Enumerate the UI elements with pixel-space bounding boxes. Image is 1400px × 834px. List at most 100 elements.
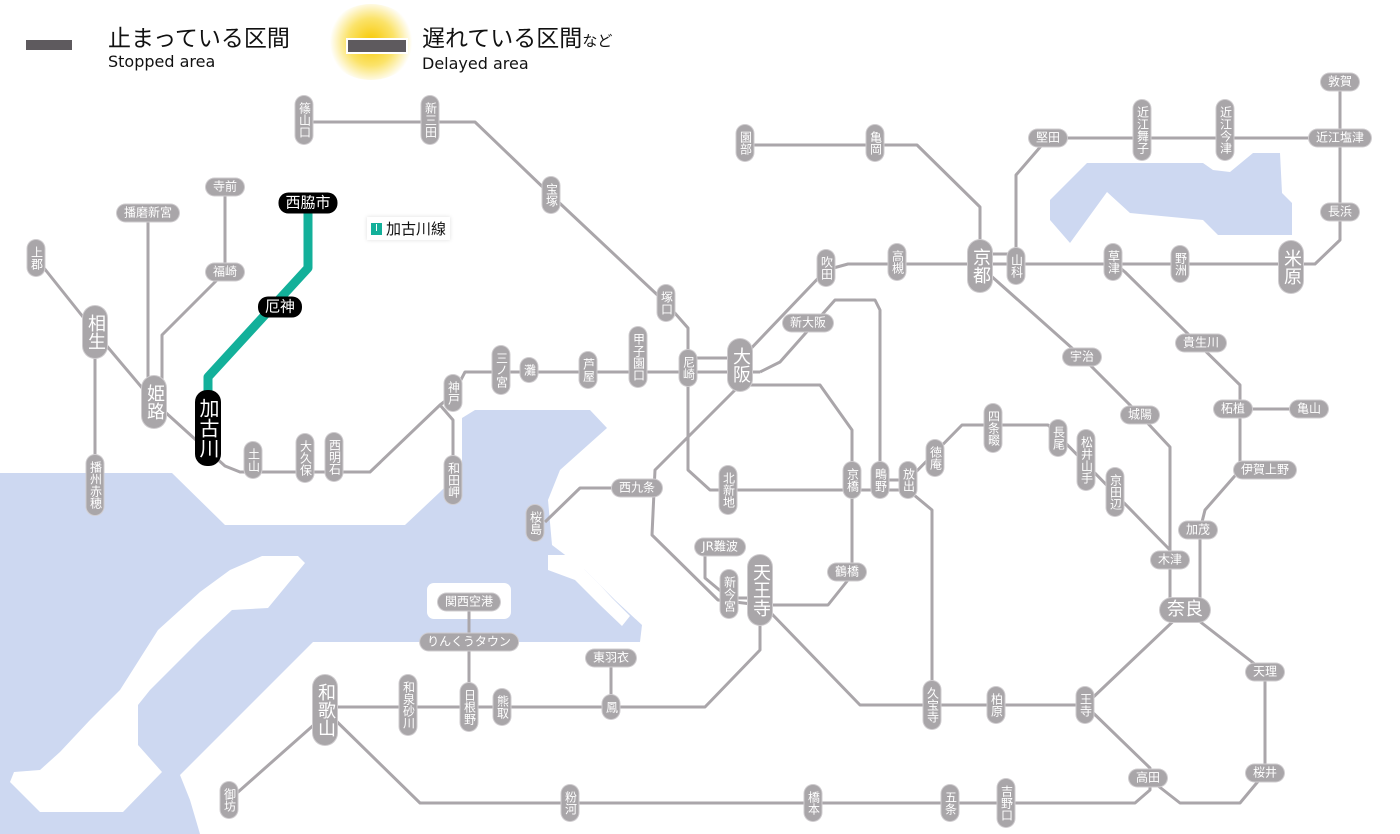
station-takatsuki[interactable]: 高槻 bbox=[888, 244, 906, 280]
rail-segment bbox=[906, 423, 1172, 552]
harbor-pier bbox=[555, 500, 590, 520]
station-nara[interactable]: 奈良 bbox=[1160, 598, 1210, 622]
station-jrnamba[interactable]: JR難波 bbox=[695, 538, 745, 556]
station-kyoto[interactable]: 京都 bbox=[968, 240, 992, 292]
station-okubo[interactable]: 大久保 bbox=[296, 434, 314, 482]
station-omimaiko[interactable]: 近江舞子 bbox=[1133, 100, 1151, 160]
station-shijonawate[interactable]: 四条畷 bbox=[984, 404, 1002, 452]
station-himeji[interactable]: 姫路 bbox=[142, 376, 166, 428]
station-kyuhoji[interactable]: 久宝寺 bbox=[923, 681, 941, 729]
station-hanaten[interactable]: 放出 bbox=[899, 462, 917, 498]
station-koshienguchi[interactable]: 甲子園口 bbox=[629, 327, 647, 387]
station-takada[interactable]: 高田 bbox=[1128, 769, 1168, 787]
rail-segment bbox=[907, 488, 934, 705]
lake-biwa bbox=[1050, 153, 1292, 243]
station-fukusaki[interactable]: 福崎 bbox=[205, 263, 245, 281]
station-takarazuka[interactable]: 宝塚 bbox=[542, 177, 560, 213]
station-omiimazu[interactable]: 近江今津 bbox=[1216, 100, 1234, 160]
station-kameoka[interactable]: 亀岡 bbox=[866, 125, 884, 161]
station-nada[interactable]: 灘 bbox=[520, 358, 538, 382]
station-igaueno[interactable]: 伊賀上野 bbox=[1233, 461, 1297, 479]
station-kusatsu[interactable]: 草津 bbox=[1104, 244, 1122, 280]
station-shinimamiya[interactable]: 新今宮 bbox=[720, 570, 738, 618]
station-wadamisaki[interactable]: 和田岬 bbox=[444, 456, 462, 504]
station-maibara[interactable]: 米原 bbox=[1279, 241, 1303, 293]
station-kibukawa[interactable]: 貴生川 bbox=[1175, 334, 1227, 352]
station-tenri[interactable]: 天理 bbox=[1245, 663, 1285, 681]
station-hineno[interactable]: 日根野 bbox=[460, 683, 478, 731]
station-kyotanabe[interactable]: 京田辺 bbox=[1106, 468, 1124, 516]
osaka-bay bbox=[0, 410, 642, 834]
line-name: 加古川線 bbox=[386, 220, 447, 238]
line-tag-kakogawa[interactable]: I 加古川線 bbox=[367, 217, 451, 240]
legend-stopped-en: Stopped area bbox=[108, 52, 216, 71]
station-yamashina[interactable]: 山科 bbox=[1007, 248, 1025, 284]
station-tsukaguchi[interactable]: 塚口 bbox=[657, 285, 675, 321]
station-kameyama[interactable]: 亀山 bbox=[1289, 400, 1329, 418]
rail-segment bbox=[323, 703, 1152, 805]
rail-segment bbox=[304, 120, 690, 372]
station-nagao[interactable]: 長尾 bbox=[1049, 420, 1067, 456]
station-izumisunagawa[interactable]: 和泉砂川 bbox=[399, 675, 417, 735]
station-sannomiya[interactable]: 三ノ宮 bbox=[492, 346, 510, 394]
station-tsuge[interactable]: 柘植 bbox=[1213, 400, 1253, 418]
station-shinsanda[interactable]: 新三田 bbox=[421, 96, 439, 144]
station-hashimoto[interactable]: 橋本 bbox=[804, 785, 822, 821]
station-nishikujo[interactable]: 西九条 bbox=[611, 479, 663, 497]
station-gojo[interactable]: 五条 bbox=[941, 785, 959, 821]
rail-segment bbox=[160, 187, 227, 400]
station-kobe[interactable]: 神戸 bbox=[444, 375, 462, 411]
station-teramae[interactable]: 寺前 bbox=[205, 178, 245, 196]
station-kyobashi[interactable]: 京橋 bbox=[843, 462, 861, 498]
station-kitashinchi[interactable]: 北新地 bbox=[719, 466, 737, 514]
rail-segment bbox=[686, 372, 908, 492]
station-kizu[interactable]: 木津 bbox=[1150, 551, 1190, 569]
station-yoshinoguchi[interactable]: 吉野口 bbox=[997, 779, 1015, 827]
station-nishiwakishi[interactable]: 西脇市 bbox=[278, 192, 338, 214]
station-kansaiairport[interactable]: 関西空港 bbox=[437, 593, 501, 611]
station-harimashingu[interactable]: 播磨新宮 bbox=[116, 204, 180, 222]
station-sakurajima[interactable]: 桜島 bbox=[526, 505, 544, 541]
rail-segment bbox=[194, 370, 688, 474]
station-tennoji[interactable]: 天王寺 bbox=[748, 555, 772, 625]
station-kumatori[interactable]: 熊取 bbox=[493, 689, 511, 725]
station-shigino[interactable]: 鴫野 bbox=[871, 462, 889, 498]
station-shinosaka[interactable]: 新大阪 bbox=[782, 314, 834, 332]
station-ashiya[interactable]: 芦屋 bbox=[579, 352, 597, 388]
station-kakogawa[interactable]: 加古川 bbox=[195, 390, 221, 466]
station-matsuiyamate[interactable]: 松井山手 bbox=[1077, 430, 1095, 490]
station-yasu[interactable]: 野洲 bbox=[1171, 246, 1189, 282]
station-yakujin[interactable]: 厄神 bbox=[257, 296, 303, 318]
station-tsuchiyama[interactable]: 土山 bbox=[244, 442, 262, 478]
station-nishiakashi[interactable]: 西明石 bbox=[325, 433, 343, 481]
station-sonobe[interactable]: 園部 bbox=[736, 125, 754, 161]
station-aioi[interactable]: 相生 bbox=[83, 306, 107, 358]
station-oji[interactable]: 王寺 bbox=[1076, 687, 1094, 723]
station-wakayama[interactable]: 和歌山 bbox=[313, 675, 337, 745]
station-higashihagoromo[interactable]: 東羽衣 bbox=[585, 649, 637, 667]
station-tsuruhashi[interactable]: 鶴橋 bbox=[827, 563, 867, 581]
station-gobo[interactable]: 御坊 bbox=[220, 782, 238, 818]
legend-stopped-ja: 止まっている区間 bbox=[108, 26, 290, 52]
station-nagahama[interactable]: 長浜 bbox=[1320, 203, 1360, 221]
station-uji[interactable]: 宇治 bbox=[1062, 348, 1102, 366]
station-kashiwara[interactable]: 柏原 bbox=[987, 687, 1005, 723]
rail-segment bbox=[228, 713, 326, 802]
station-kamo[interactable]: 加茂 bbox=[1178, 521, 1218, 539]
station-amagasaki[interactable]: 尼崎 bbox=[679, 350, 697, 386]
station-kokawa[interactable]: 粉河 bbox=[561, 785, 579, 821]
station-otori[interactable]: 鳳 bbox=[602, 695, 620, 719]
station-joyo[interactable]: 城陽 bbox=[1120, 406, 1160, 424]
station-kamigori[interactable]: 上郡 bbox=[27, 240, 45, 276]
station-osaka[interactable]: 大阪 bbox=[728, 339, 752, 391]
station-suita[interactable]: 吹田 bbox=[817, 250, 835, 286]
station-sasayamaguchi[interactable]: 篠山口 bbox=[295, 96, 313, 144]
station-omishiotsu[interactable]: 近江塩津 bbox=[1308, 129, 1372, 147]
legend-delayed-en: Delayed area bbox=[422, 54, 529, 73]
station-rinkutown[interactable]: りんくうタウン bbox=[420, 633, 518, 651]
station-sakurai[interactable]: 桜井 bbox=[1245, 764, 1285, 782]
station-banshuako[interactable]: 播州赤穂 bbox=[86, 455, 104, 515]
station-katata[interactable]: 堅田 bbox=[1028, 129, 1068, 147]
station-tsuruga[interactable]: 敦賀 bbox=[1320, 73, 1360, 91]
station-tokuan[interactable]: 徳庵 bbox=[926, 440, 944, 476]
